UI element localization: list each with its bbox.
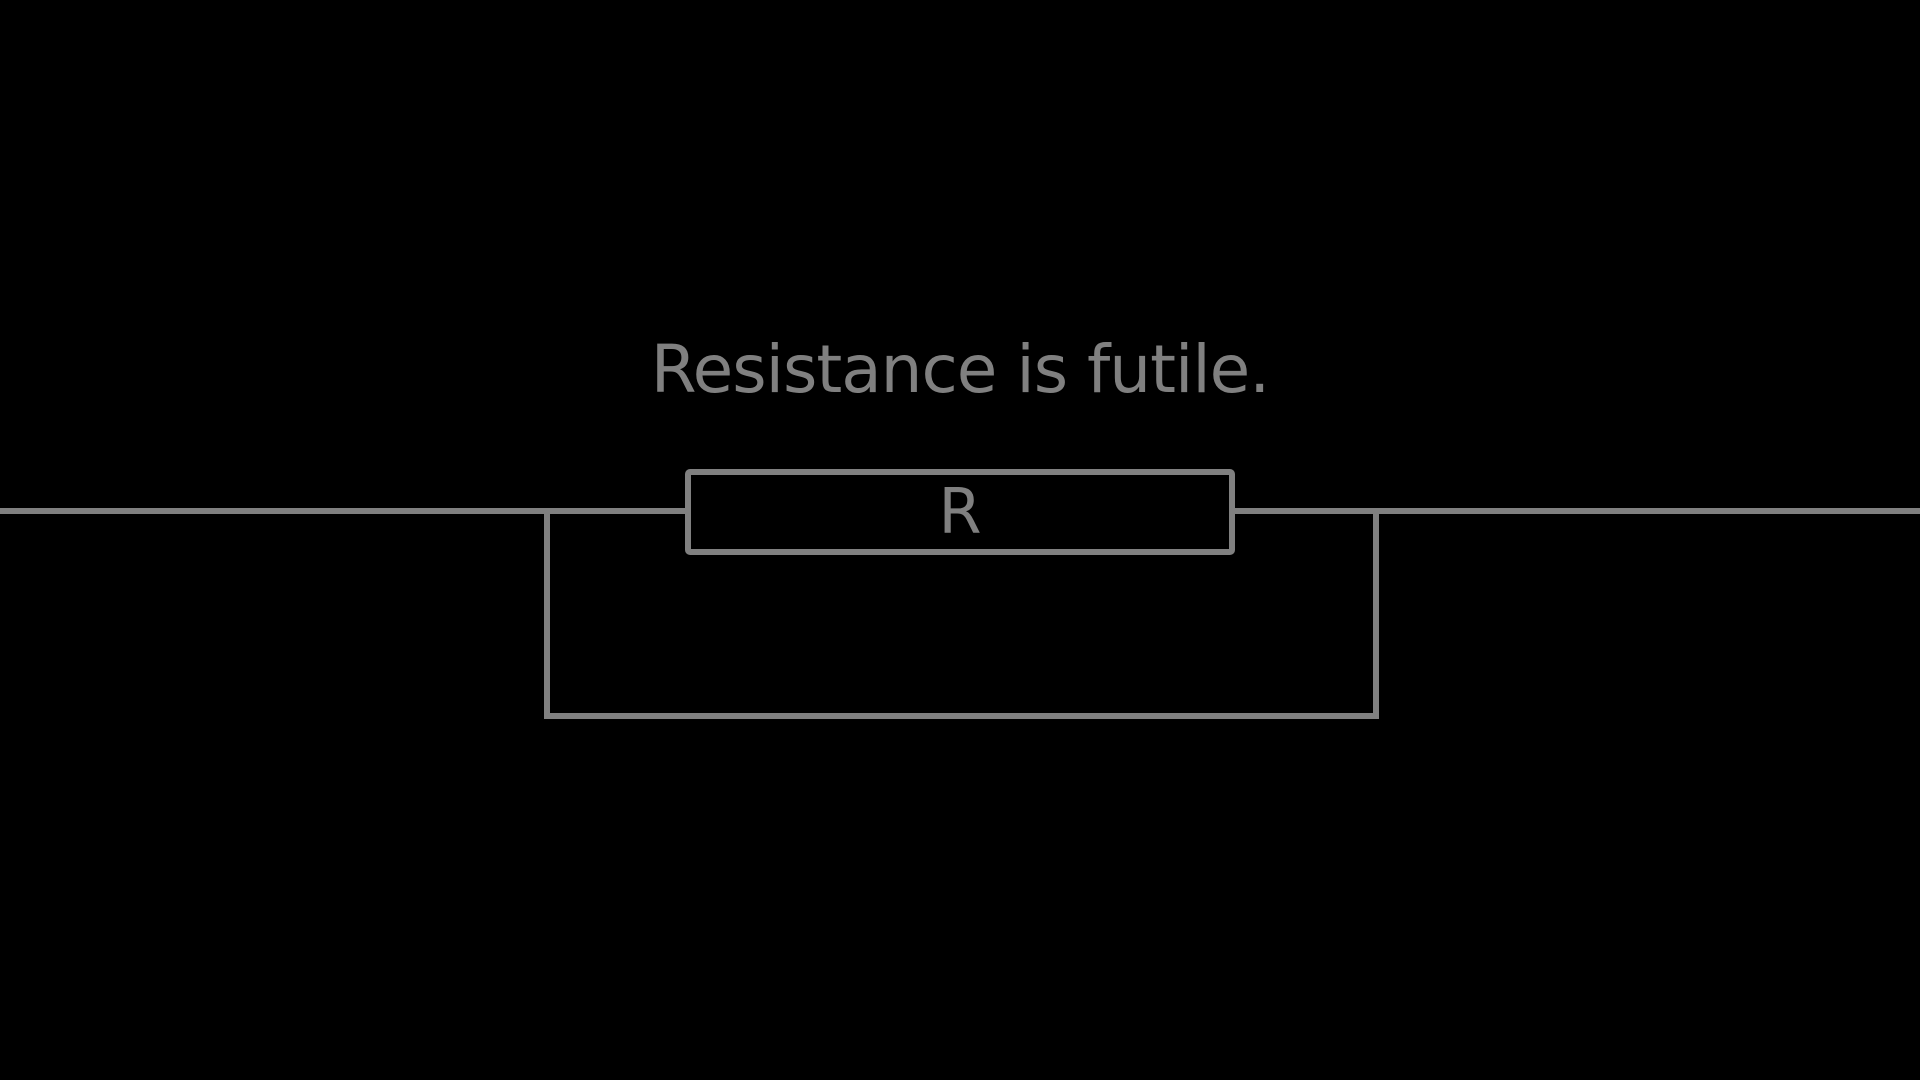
resistor-box — [685, 469, 1235, 555]
caption-text: Resistance is futile. — [650, 331, 1271, 408]
resistor-label: R — [938, 475, 982, 548]
bypass-wire — [544, 511, 1379, 719]
